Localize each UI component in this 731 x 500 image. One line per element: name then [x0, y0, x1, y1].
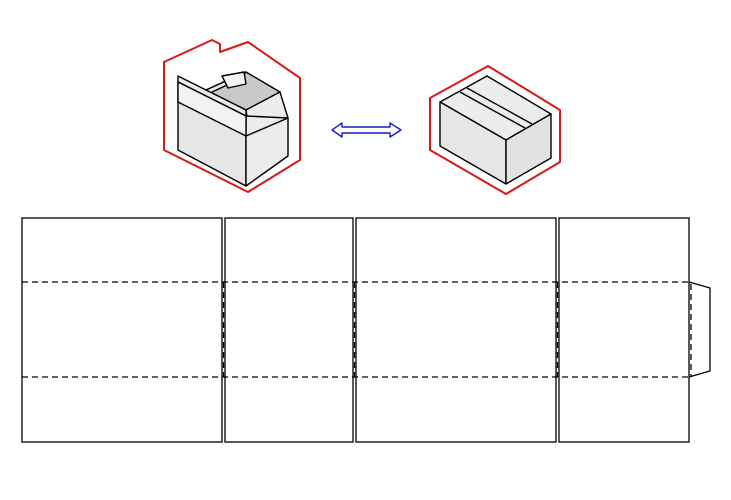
closed-box-icon	[429, 65, 561, 195]
open-box-icon	[163, 39, 301, 193]
panel-1	[21, 217, 223, 443]
closed-box-side-face	[505, 113, 552, 185]
open-box-back-right-flap	[221, 71, 247, 89]
glue-flap	[688, 281, 711, 378]
dieline	[21, 217, 711, 443]
closed-box-tape-line-1	[459, 91, 526, 129]
double-arrow-icon	[331, 122, 402, 138]
panel-2	[224, 217, 354, 443]
panel-4	[558, 217, 690, 443]
open-box-side-face	[245, 115, 289, 187]
closed-box-tape-line-2	[466, 87, 533, 125]
panel-3	[355, 217, 557, 443]
double-arrow-shape	[331, 122, 402, 138]
